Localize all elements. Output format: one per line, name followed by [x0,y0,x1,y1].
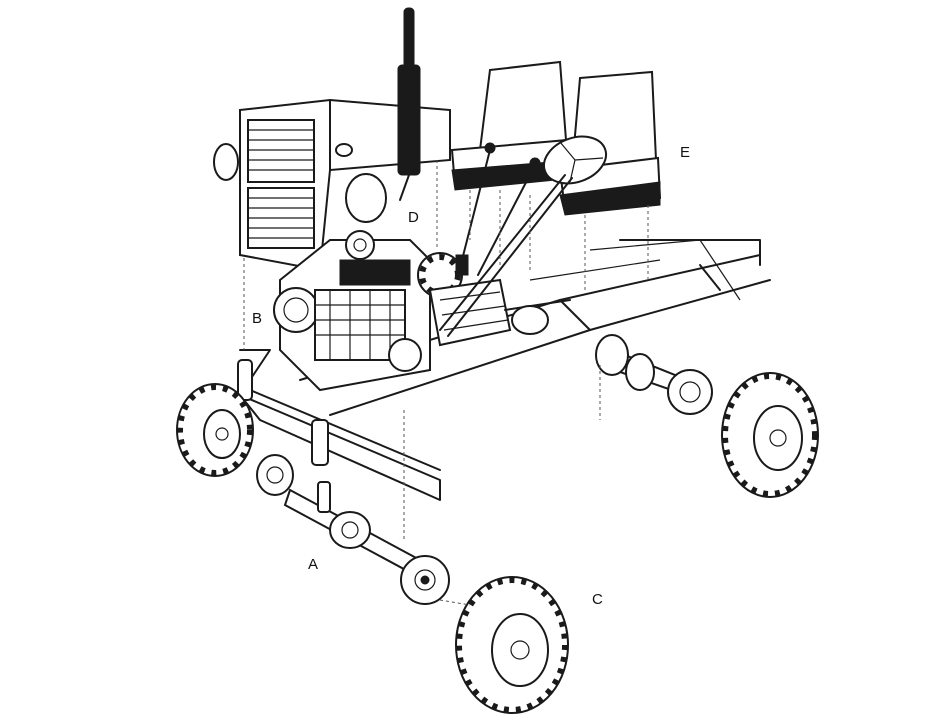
transmission [417,252,571,347]
front-axle [256,454,450,605]
callout-b-label: B [252,310,263,327]
callout-e-label: E [680,144,691,161]
engine-block [273,230,431,392]
front-right-wheel [455,576,569,714]
callout-a-label: A [308,556,319,573]
gear-levers [455,142,541,276]
callout-c-label: C [592,591,603,608]
exhaust-pipe [397,7,421,201]
steering-wheel [439,135,607,337]
assembly-guide-lines [243,160,649,606]
front-left-wheel [176,383,254,477]
front-bumper [237,349,441,501]
rear-axle [595,334,713,415]
callout-d-label: D [408,209,419,226]
rear-wheel [721,372,819,498]
